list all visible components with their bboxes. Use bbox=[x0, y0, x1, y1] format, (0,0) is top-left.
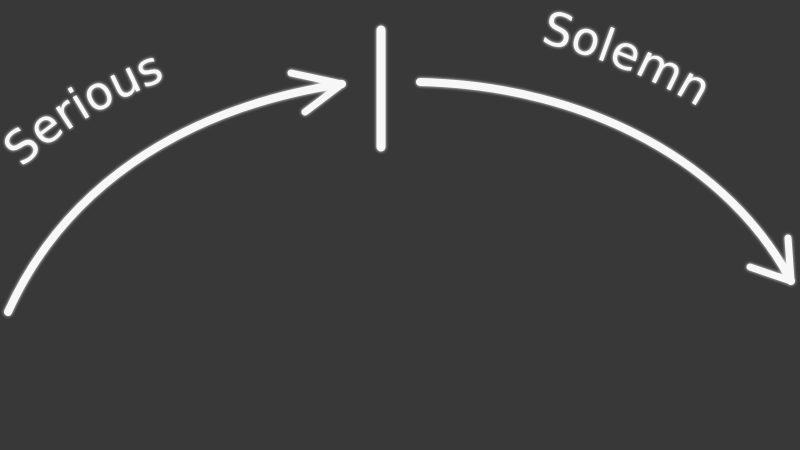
left-arc-arrow bbox=[4, 80, 346, 316]
left-arrowhead bbox=[287, 69, 346, 116]
right-arrowhead bbox=[746, 234, 795, 285]
right-arc-arrow bbox=[416, 78, 795, 285]
label-solemn: Solemn bbox=[537, 0, 720, 116]
